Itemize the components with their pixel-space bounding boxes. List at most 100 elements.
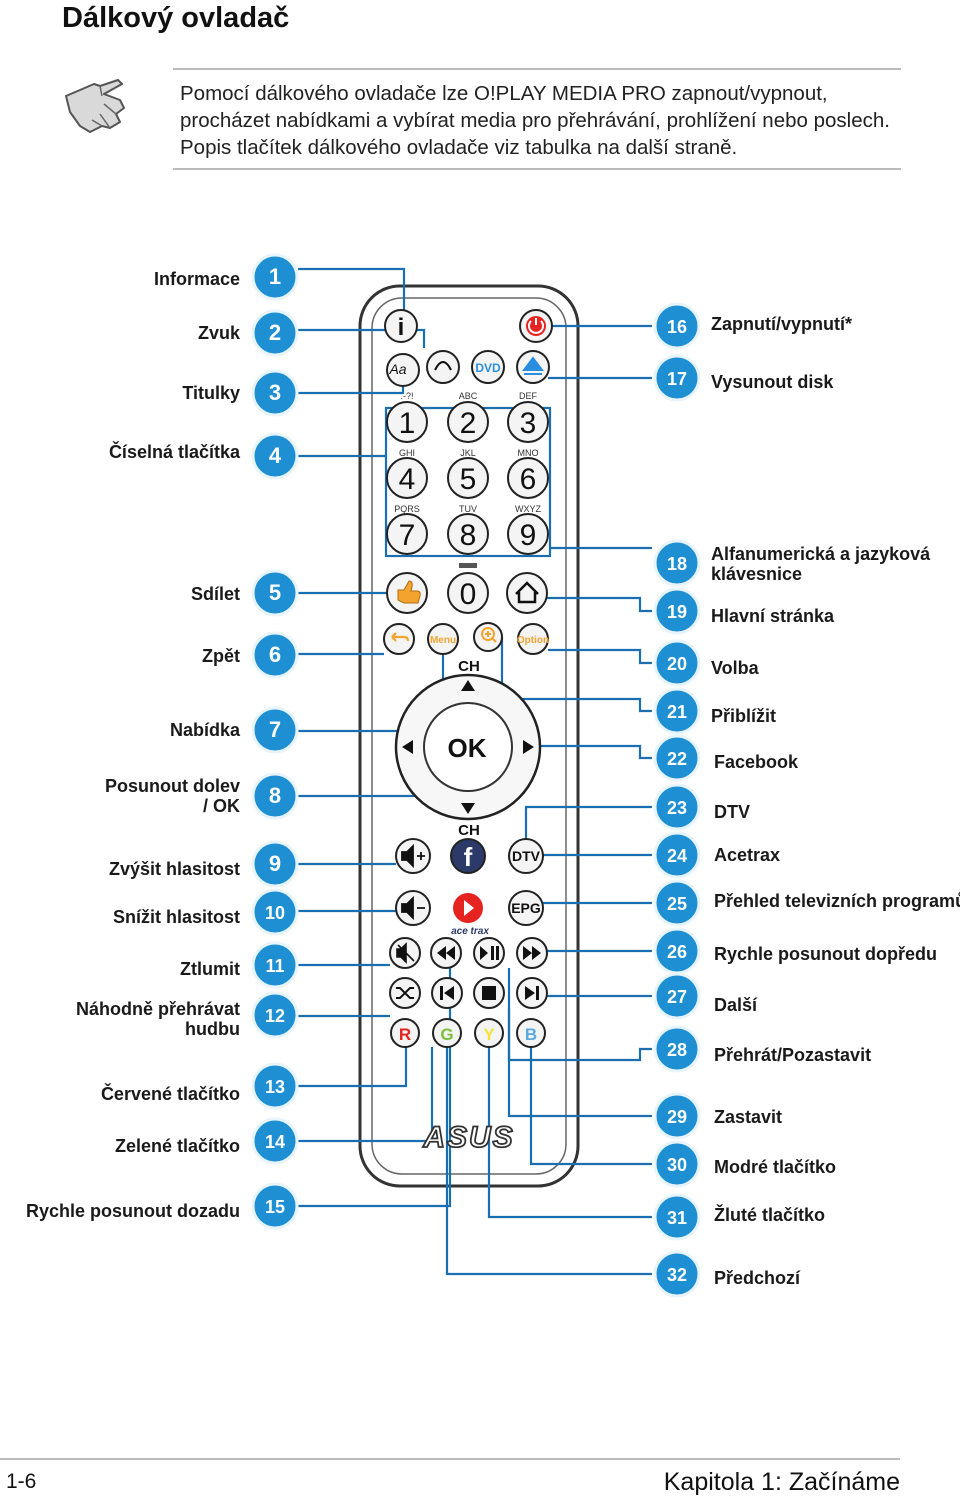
dvd-button[interactable]: DVD bbox=[471, 350, 505, 384]
letters-label: JKL bbox=[460, 448, 476, 458]
callout-number: 16 bbox=[653, 302, 701, 350]
zoom-button[interactable] bbox=[473, 622, 503, 652]
svg-text:32: 32 bbox=[667, 1265, 687, 1285]
info-button[interactable]: i bbox=[384, 309, 418, 343]
leader-line bbox=[548, 648, 652, 665]
mute-button[interactable] bbox=[389, 937, 421, 969]
back-arrow-icon bbox=[391, 632, 410, 642]
svg-text:G: G bbox=[440, 1025, 453, 1044]
acetrax-label: ace trax bbox=[451, 926, 489, 937]
yellow-button[interactable]: Y bbox=[474, 1018, 504, 1048]
power-button[interactable] bbox=[519, 309, 553, 343]
share-button[interactable] bbox=[386, 572, 428, 614]
svg-text:18: 18 bbox=[667, 554, 687, 574]
leader-line bbox=[500, 637, 652, 713]
thumbs-up-icon bbox=[397, 580, 421, 604]
letters-label: DEF bbox=[519, 391, 538, 401]
callout-label: Zastavit bbox=[714, 1107, 783, 1127]
home-icon bbox=[515, 581, 539, 604]
dtv-button[interactable]: DTV bbox=[508, 838, 544, 874]
volume-up-button[interactable] bbox=[395, 838, 431, 874]
intro-line: procházet nabídkami a vybírat media pro … bbox=[180, 109, 890, 132]
number-4-button[interactable]: 4 GHI bbox=[386, 448, 428, 499]
rewind-button[interactable] bbox=[430, 937, 462, 969]
acetrax-button[interactable]: ace trax bbox=[451, 893, 489, 937]
callout-number: 17 bbox=[653, 354, 701, 402]
volume-down-button[interactable] bbox=[395, 890, 431, 926]
callout-label: Ztlumit bbox=[180, 959, 240, 979]
svg-text:2: 2 bbox=[269, 320, 281, 345]
callout-number: 30 bbox=[653, 1140, 701, 1188]
svg-text:29: 29 bbox=[667, 1107, 687, 1127]
svg-text:5: 5 bbox=[269, 580, 281, 605]
hand-pointing-icon bbox=[65, 79, 125, 133]
up-arrow-icon bbox=[461, 680, 475, 691]
number-9-button[interactable]: 9 WXYZ bbox=[507, 504, 549, 555]
digit: 5 bbox=[460, 463, 477, 496]
callout-number: 3 bbox=[251, 369, 299, 417]
intro-text: Pomocí dálkového ovladače lze O!PLAY MED… bbox=[180, 80, 900, 161]
letters-label: TUV bbox=[459, 504, 477, 514]
dvd-label: DVD bbox=[475, 361, 501, 375]
subtitle-icon: Aa bbox=[388, 361, 406, 377]
callout-label: Přiblížit bbox=[711, 706, 777, 726]
ok-label: OK bbox=[448, 733, 487, 763]
stop-icon bbox=[482, 986, 496, 1000]
callout-label: Vysunout disk bbox=[711, 372, 834, 392]
intro-divider bbox=[173, 168, 901, 170]
previous-button[interactable] bbox=[431, 977, 463, 1009]
svg-text:19: 19 bbox=[667, 602, 687, 622]
play-icon bbox=[464, 900, 474, 916]
callout-label: Titulky bbox=[182, 383, 240, 403]
number-5-button[interactable]: 5 JKL bbox=[447, 448, 489, 499]
leader-line bbox=[298, 267, 406, 312]
fast-forward-icon bbox=[523, 946, 541, 960]
page-number: 1-6 bbox=[6, 1470, 37, 1493]
svg-text:17: 17 bbox=[667, 369, 687, 389]
red-button[interactable]: R bbox=[390, 1018, 420, 1048]
facebook-button[interactable]: f bbox=[450, 838, 486, 874]
home-button[interactable] bbox=[506, 572, 548, 614]
play-pause-button[interactable] bbox=[473, 937, 505, 969]
svg-text:21: 21 bbox=[667, 702, 687, 722]
letters-label: GHI bbox=[399, 448, 415, 458]
callout-label: Zpět bbox=[202, 646, 240, 666]
digit: 4 bbox=[399, 463, 416, 496]
svg-text:10: 10 bbox=[265, 903, 285, 923]
digit: 9 bbox=[520, 519, 537, 552]
back-button[interactable] bbox=[383, 623, 415, 655]
audio-button[interactable] bbox=[426, 350, 460, 384]
callout-number: 14 bbox=[251, 1117, 299, 1165]
shuffle-button[interactable] bbox=[389, 977, 421, 1009]
green-button[interactable]: G bbox=[432, 1018, 462, 1048]
callout-number: 18 bbox=[653, 539, 701, 587]
letters-label: MNO bbox=[518, 448, 539, 458]
epg-button[interactable]: EPG bbox=[508, 890, 544, 926]
number-0-button[interactable]: 0 bbox=[447, 563, 489, 614]
eject-button[interactable] bbox=[516, 350, 550, 384]
callout-number: 6 bbox=[251, 631, 299, 679]
fast-forward-button[interactable] bbox=[516, 937, 548, 969]
subtitle-button[interactable]: Aa bbox=[386, 353, 420, 387]
menu-button[interactable]: Menu bbox=[427, 623, 459, 655]
svg-text:28: 28 bbox=[667, 1040, 687, 1060]
dtv-label: DTV bbox=[512, 848, 541, 864]
option-button[interactable]: Option bbox=[517, 623, 549, 655]
stop-button[interactable] bbox=[473, 977, 505, 1009]
blue-button[interactable]: B bbox=[516, 1018, 546, 1048]
callout-number: 19 bbox=[653, 587, 701, 635]
leader-line bbox=[529, 1047, 652, 1166]
navigation-pad[interactable]: OK bbox=[394, 673, 542, 821]
number-1-button[interactable]: 1.-?! bbox=[386, 391, 428, 443]
letters-label: WXYZ bbox=[515, 504, 542, 514]
callout-number: 7 bbox=[251, 706, 299, 754]
next-button[interactable] bbox=[516, 977, 548, 1009]
callout-label: Zvuk bbox=[197, 323, 240, 343]
option-label: Option bbox=[517, 635, 549, 646]
